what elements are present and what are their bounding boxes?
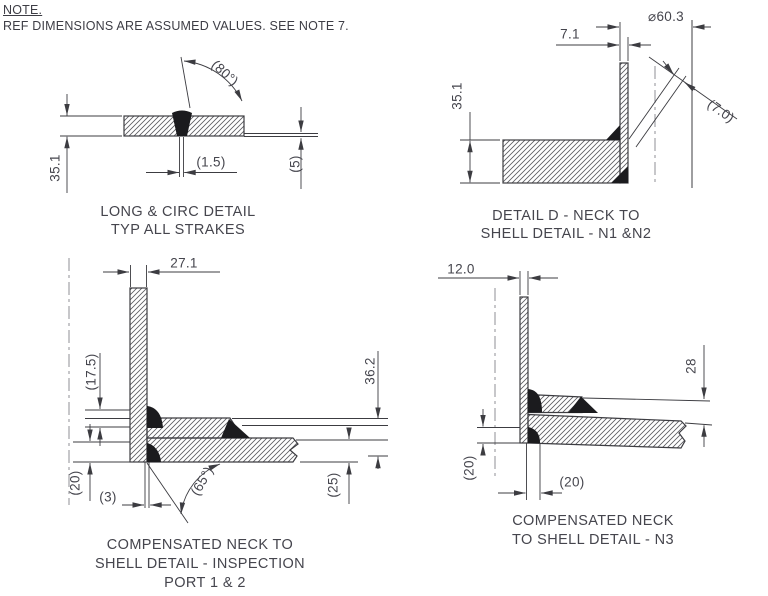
weld-lower [528,427,540,443]
diagram-detail-d [460,20,738,188]
caption-long-circ-1: LONG & CIRC DETAIL [100,204,256,220]
diagram-inspection-port [68,258,388,524]
caption-inspection-port-1: COMPENSATED NECK TO [106,537,294,553]
dim-shell-thickness-ip: (25) [325,472,341,498]
dim-comp-plate-thickness: (17.5) [83,353,99,391]
neck-wall [519,296,529,444]
caption-n3-1: COMPENSATED NECK [512,513,674,529]
dim-neck-protrusion-n3: (20) [461,455,477,481]
weld-upper [528,389,542,413]
weld-bead [172,110,192,136]
diagram-n3 [438,271,713,500]
dim-weld-offset-n3: (20) [559,474,585,490]
weld-upper [606,125,620,140]
caption-long-circ-2: TYP ALL STRAKES [110,222,246,238]
dim-shell-thickness: 35.1 [449,82,465,110]
dim-root-gap-ip: (3) [99,489,117,505]
caption-inspection-port-2: SHELL DETAIL - INSPECTION [94,556,306,572]
neck-wall [619,62,629,184]
dim-neck-wall: 7.1 [560,26,580,42]
dim-neck-od: ⌀60.3 [648,9,684,24]
weld-lower [611,166,628,183]
dim-neck-wall-n3: 12.0 [447,261,475,277]
neck-wall [129,287,148,463]
weld-lower [147,443,161,462]
shell-plate [502,139,621,184]
dim-edge-offset: (5) [287,155,303,173]
caption-n3-2: TO SHELL DETAIL - N3 [512,532,674,548]
weld-comp-end [568,396,598,413]
dim-comp-height-n3: 28 [683,358,699,374]
dim-stack-height: 36.2 [362,357,378,385]
caption-detail-d-2: SHELL DETAIL - N1 &N2 [480,226,652,242]
dim-root-gap: (1.5) [196,154,226,170]
caption-detail-d-1: DETAIL D - NECK TO [492,208,640,224]
shell-plate [146,437,299,463]
weld-comp-end [221,419,250,438]
angle-arc [183,59,243,102]
weld-upper [147,406,163,428]
note-body: REF DIMENSIONS ARE ASSUMED VALUES. SEE N… [3,19,349,33]
note-title: NOTE. [3,3,43,17]
angle-arc [179,463,221,515]
shell-plate [527,413,687,449]
dim-neck-wall-ip: 27.1 [170,255,198,271]
caption-inspection-port-3: PORT 1 & 2 [164,575,246,591]
dim-neck-protrusion-ip: (20) [67,470,83,496]
diagram-long-circ [60,56,318,193]
dim-plate-thickness: 35.1 [47,154,63,182]
